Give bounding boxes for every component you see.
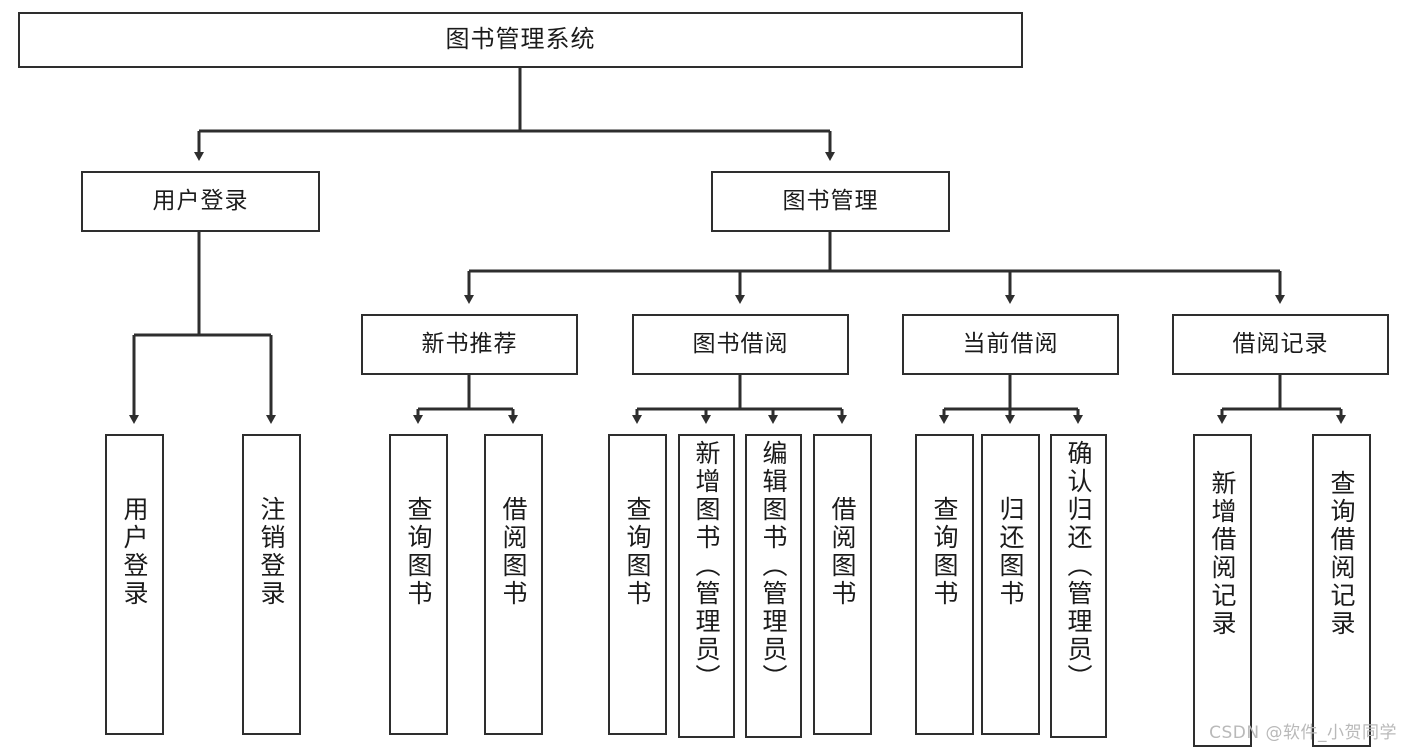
node-leaf-borrow-book-2[interactable]: 借阅图书 bbox=[813, 434, 872, 735]
node-leaf-edit-book[interactable]: 编辑图书（管理员） bbox=[745, 434, 802, 738]
node-leaf-add-book-label: 新增图书（管理员） bbox=[692, 440, 721, 692]
node-leaf-confirm-return[interactable]: 确认归还（管理员） bbox=[1050, 434, 1107, 738]
node-root[interactable]: 图书管理系统 bbox=[18, 12, 1023, 68]
node-current-borrow-label: 当前借阅 bbox=[962, 331, 1059, 358]
node-leaf-user-login[interactable]: 用户登录 bbox=[105, 434, 164, 735]
node-leaf-confirm-return-label: 确认归还（管理员） bbox=[1064, 440, 1093, 692]
node-leaf-borrow-book-1[interactable]: 借阅图书 bbox=[484, 434, 543, 735]
node-borrow-record-label: 借阅记录 bbox=[1232, 331, 1329, 358]
node-leaf-return-book[interactable]: 归还图书 bbox=[981, 434, 1040, 735]
node-leaf-edit-book-label: 编辑图书（管理员） bbox=[759, 440, 788, 692]
node-leaf-return-book-label: 归还图书 bbox=[996, 496, 1025, 608]
node-leaf-borrow-book-1-label: 借阅图书 bbox=[499, 496, 528, 608]
node-new-book-recommend[interactable]: 新书推荐 bbox=[361, 314, 578, 375]
node-new-book-recommend-label: 新书推荐 bbox=[421, 331, 518, 358]
node-current-borrow[interactable]: 当前借阅 bbox=[902, 314, 1119, 375]
node-leaf-query-book-2[interactable]: 查询图书 bbox=[608, 434, 667, 735]
node-leaf-query-record[interactable]: 查询借阅记录 bbox=[1312, 434, 1371, 747]
node-leaf-logout[interactable]: 注销登录 bbox=[242, 434, 301, 735]
node-leaf-add-book[interactable]: 新增图书（管理员） bbox=[678, 434, 735, 738]
node-leaf-add-record[interactable]: 新增借阅记录 bbox=[1193, 434, 1252, 747]
node-leaf-add-record-label: 新增借阅记录 bbox=[1208, 470, 1237, 638]
node-root-label: 图书管理系统 bbox=[445, 25, 596, 54]
node-leaf-query-book-3-label: 查询图书 bbox=[930, 496, 959, 608]
node-leaf-query-book-3[interactable]: 查询图书 bbox=[915, 434, 974, 735]
node-book-manage[interactable]: 图书管理 bbox=[711, 171, 950, 232]
node-leaf-query-book-1-label: 查询图书 bbox=[404, 496, 433, 608]
node-book-borrow[interactable]: 图书借阅 bbox=[632, 314, 849, 375]
node-leaf-query-book-2-label: 查询图书 bbox=[623, 496, 652, 608]
node-leaf-query-record-label: 查询借阅记录 bbox=[1327, 470, 1356, 638]
node-user-login-label: 用户登录 bbox=[152, 188, 249, 215]
watermark: CSDN @软件_小贺同学 bbox=[1209, 723, 1397, 743]
node-book-manage-label: 图书管理 bbox=[782, 188, 879, 215]
node-leaf-logout-label: 注销登录 bbox=[257, 496, 286, 608]
node-leaf-borrow-book-2-label: 借阅图书 bbox=[828, 496, 857, 608]
node-leaf-user-login-label: 用户登录 bbox=[120, 496, 149, 608]
node-borrow-record[interactable]: 借阅记录 bbox=[1172, 314, 1389, 375]
node-leaf-query-book-1[interactable]: 查询图书 bbox=[389, 434, 448, 735]
node-book-borrow-label: 图书借阅 bbox=[692, 331, 789, 358]
node-user-login[interactable]: 用户登录 bbox=[81, 171, 320, 232]
